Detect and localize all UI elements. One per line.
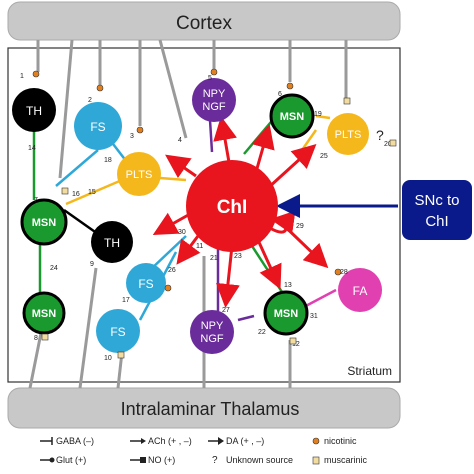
fs-mid-node[interactable] xyxy=(126,263,166,303)
number-24: 24 xyxy=(50,265,58,272)
number-6: 6 xyxy=(278,91,282,98)
plts-right-label: PLTS xyxy=(335,129,362,141)
thalamus-label: Intralaminar Thalamus xyxy=(121,399,300,419)
fs-top-label: FS xyxy=(90,120,105,134)
msn-right-top-node[interactable] xyxy=(269,93,315,139)
legend-glut: Glut (+) xyxy=(56,455,86,465)
receptor-markers xyxy=(32,68,397,359)
number-20: 20 xyxy=(384,141,392,148)
fs-bot-node[interactable] xyxy=(96,309,140,353)
number-1: 1 xyxy=(20,73,24,80)
number-18: 18 xyxy=(104,157,112,164)
msn-right-top-label: MSN xyxy=(280,111,305,123)
number-29: 29 xyxy=(296,223,304,230)
number-19: 19 xyxy=(314,111,322,118)
th-mid-node[interactable] xyxy=(91,221,133,263)
striatum-label: Striatum xyxy=(347,364,392,378)
number-27: 27 xyxy=(222,307,230,314)
number-11: 11 xyxy=(196,243,203,250)
number-17: 17 xyxy=(122,297,130,304)
number-3: 3 xyxy=(130,133,134,140)
chi-node[interactable] xyxy=(186,160,278,252)
npy-top-label-1: NPY xyxy=(203,88,226,100)
legend-no: NO (+) xyxy=(148,455,175,465)
number-22: 22 xyxy=(258,329,266,336)
cortex-label: Cortex xyxy=(176,13,232,34)
legend-gaba: GABA (–) xyxy=(56,436,94,446)
number-15: 15 xyxy=(88,189,96,196)
msn-left-mid-label: MSN xyxy=(32,217,57,229)
msn-right-bot-label: MSN xyxy=(274,308,299,320)
msn-left-mid-node[interactable] xyxy=(20,198,68,246)
npy-top-node[interactable] xyxy=(192,78,236,122)
plts-left-node[interactable] xyxy=(117,152,161,196)
snc-label-2: ChI xyxy=(425,213,448,230)
fa-node[interactable] xyxy=(338,268,382,312)
legend-unknown-symbol: ? xyxy=(212,455,218,466)
number-2: 2 xyxy=(88,97,92,104)
snc-label-1: SNc to xyxy=(414,192,459,209)
number-23: 23 xyxy=(234,253,242,260)
connection-numbers: 1 2 3 4 5 6 7 8 9 10 11 12 13 14 15 16 1… xyxy=(20,73,392,362)
number-5: 5 xyxy=(208,75,212,82)
msn-left-bot-label: MSN xyxy=(32,308,57,320)
number-25: 25 xyxy=(320,153,328,160)
plts-right-node[interactable] xyxy=(327,113,369,155)
npy-bot-node[interactable] xyxy=(190,310,234,354)
legend-ach: ACh (+ , –) xyxy=(148,436,192,446)
number-4: 4 xyxy=(178,137,182,144)
legend-unknown: Unknown source xyxy=(226,455,293,465)
number-30: 30 xyxy=(178,229,186,236)
th-mid-label: TH xyxy=(104,236,120,250)
snc-box[interactable] xyxy=(402,180,472,240)
number-28: 28 xyxy=(340,269,348,276)
msn-right-bot-node[interactable] xyxy=(263,290,309,336)
legend-nicotinic: nicotinic xyxy=(324,436,357,446)
number-10: 10 xyxy=(104,355,112,362)
npy-bot-label-2: NGF xyxy=(200,333,224,345)
fs-mid-label: FS xyxy=(138,277,153,291)
th-top-label: TH xyxy=(26,104,42,118)
number-26: 26 xyxy=(168,267,176,274)
number-13: 13 xyxy=(284,282,292,289)
legend-da: DA (+ , –) xyxy=(226,436,264,446)
number-12: 12 xyxy=(292,341,300,348)
number-14: 14 xyxy=(28,145,36,152)
legend: GABA (–) ACh (+ , –) DA (+ , –) nicotini… xyxy=(40,436,368,466)
number-9: 9 xyxy=(90,261,94,268)
chi-label: ChI xyxy=(217,197,248,218)
number-7: 7 xyxy=(34,197,38,204)
fs-top-node[interactable] xyxy=(74,102,122,150)
legend-muscarinic: muscarinic xyxy=(324,455,368,465)
th-top-node[interactable] xyxy=(12,88,56,132)
fa-label: FA xyxy=(353,284,368,298)
nodes: ChI TH TH FS FS FS MSN MSN MSN MSN PLTS … xyxy=(12,78,382,354)
msn-left-bot-node[interactable] xyxy=(22,291,66,335)
cortex-band xyxy=(7,1,401,41)
number-8: 8 xyxy=(34,335,38,342)
chi-arrows xyxy=(152,116,329,308)
number-21: 21 xyxy=(210,255,218,262)
unknown-source-mark: ? xyxy=(376,127,384,143)
npy-bot-label-1: NPY xyxy=(201,320,224,332)
number-16: 16 xyxy=(72,191,80,198)
npy-top-label-2: NGF xyxy=(202,101,226,113)
fs-bot-label: FS xyxy=(110,325,125,339)
number-31: 31 xyxy=(310,313,318,320)
plts-left-label: PLTS xyxy=(126,169,153,181)
